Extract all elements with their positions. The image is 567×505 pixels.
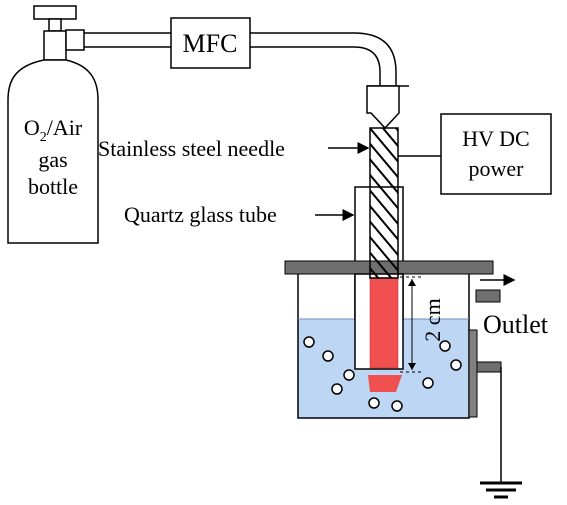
- bubble-icon: [303, 336, 315, 348]
- bubbles: [303, 336, 462, 412]
- plasma-jet: [368, 375, 402, 392]
- ground-electrode: [468, 329, 502, 483]
- bubble-icon: [391, 400, 403, 412]
- distance-label: 2 cm: [420, 298, 445, 341]
- mfc-box: MFC: [170, 17, 251, 69]
- hv-label-line1: HV DC: [462, 126, 529, 151]
- gas-line-mfc-to-needle: [250, 32, 409, 87]
- bottle-neck: [43, 30, 67, 61]
- bottle-label-line1: O2/Air: [24, 115, 83, 145]
- bubble-icon: [422, 377, 434, 389]
- needle-label: Stainless steel needle: [98, 136, 285, 161]
- outlet-pipe: [475, 289, 501, 303]
- distance-indicator: 2 cm: [400, 276, 445, 373]
- bubble-icon: [322, 350, 334, 362]
- quartz-label: Quartz glass tube: [124, 202, 277, 227]
- bottle-body: [7, 59, 99, 244]
- hv-dc-power: HV DC power: [440, 113, 552, 195]
- bubble-icon: [439, 340, 451, 352]
- bottle-label-line2: gas: [38, 147, 67, 172]
- bubble-icon: [331, 383, 343, 395]
- bubble-icon: [450, 359, 462, 371]
- needle-hub: [366, 85, 400, 130]
- mfc-label: MFC: [183, 29, 238, 58]
- bottle-valve-handle: [33, 5, 77, 20]
- bubble-icon: [343, 369, 355, 381]
- gas-bottle: O2/Air gas bottle: [7, 5, 99, 244]
- plasma-column: [369, 277, 399, 369]
- bubble-icon: [368, 397, 380, 409]
- stainless-steel-needle: [369, 127, 399, 279]
- ground-icon: [480, 481, 522, 499]
- bottle-valve-stem: [48, 18, 62, 32]
- hv-label-line2: power: [469, 156, 525, 181]
- gas-line-bottle-to-mfc: [65, 29, 171, 51]
- bottle-label-line3: bottle: [28, 174, 78, 199]
- outlet-label: Outlet: [483, 310, 549, 339]
